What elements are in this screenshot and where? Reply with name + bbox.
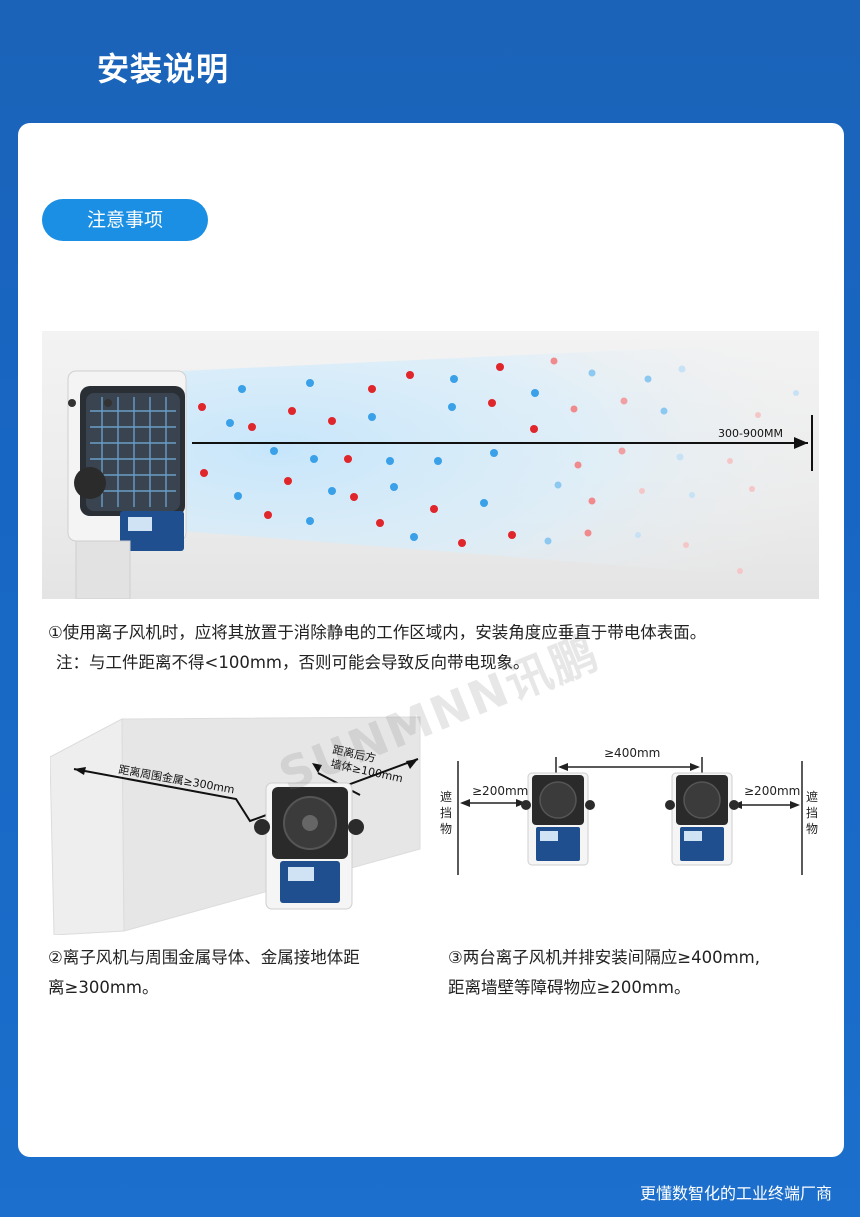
distance-label: 300-900MM — [718, 427, 783, 440]
note-line-2: 注：与工件距离不得<100mm，否则可能会导致反向带电现象。 — [56, 653, 530, 672]
caption-3: ③两台离子风机并排安装间隔应≥400mm, 距离墙壁等障碍物应≥200mm。 — [448, 943, 760, 1003]
spacing-diagram: ≥400mm ≥200mm ≥200mm 遮 挡 物 遮 挡 物 — [440, 746, 818, 875]
airflow-cone — [182, 341, 819, 581]
caption-2-line-1: ②离子风机与周围金属导体、金属接地体距 — [48, 948, 360, 967]
ion-fan-right — [665, 772, 739, 866]
obstacle-right-char-3: 物 — [806, 822, 818, 836]
ion-fan-left — [521, 772, 595, 866]
ion-fan-device — [67, 370, 187, 599]
right-gap-label: ≥200mm — [744, 784, 800, 798]
note-line-1: ①使用离子风机时，应将其放置于消除静电的工作区域内，安装角度应垂直于带电体表面。 — [48, 623, 707, 642]
gap-label: ≥400mm — [604, 746, 660, 760]
caption-2-line-2: 离≥300mm。 — [48, 978, 159, 997]
hero-illustration: 300-900MM — [42, 331, 819, 599]
page-title: 安装说明 — [97, 50, 230, 88]
obstacle-right-char-2: 挡 — [806, 806, 818, 820]
ion-dots — [198, 357, 799, 574]
ion-fan-airflow-illustration: 300-900MM — [67, 341, 819, 599]
wall-distance-diagram: 距离周围金属≥300mm 距离后方 墙体≥100mm — [50, 716, 421, 935]
obstacle-left-char-3: 物 — [440, 822, 452, 836]
caption-2: ②离子风机与周围金属导体、金属接地体距 离≥300mm。 — [48, 943, 360, 1003]
obstacle-right-char-1: 遮 — [806, 789, 818, 804]
section-pill: 注意事项 — [42, 199, 208, 241]
obstacle-left-char-2: 挡 — [440, 806, 452, 820]
ion-fan-device — [254, 782, 364, 910]
content-card: 注意事项 — [18, 123, 844, 1157]
left-gap-label: ≥200mm — [472, 784, 528, 798]
footer-slogan: 更懂数智化的工业终端厂商 — [639, 1184, 832, 1203]
caption-3-line-2: 距离墙壁等障碍物应≥200mm。 — [448, 978, 691, 997]
caption-3-line-1: ③两台离子风机并排安装间隔应≥400mm, — [448, 948, 761, 967]
obstacle-left-char-1: 遮 — [440, 789, 452, 804]
left-wall — [50, 718, 125, 935]
